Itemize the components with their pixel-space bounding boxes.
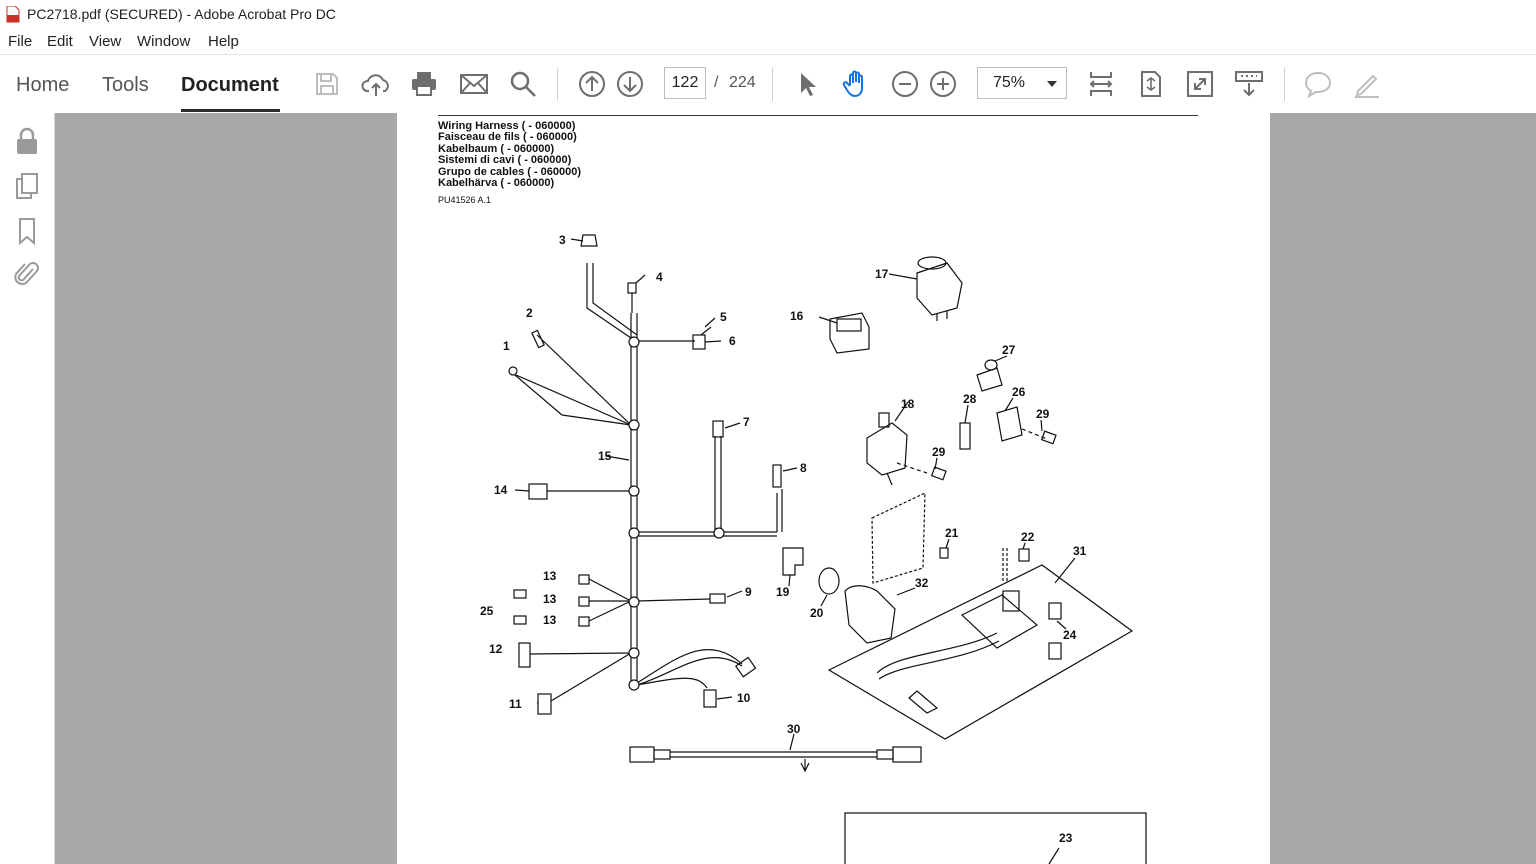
callout-21: 21: [945, 526, 959, 540]
callout-10: 10: [737, 691, 751, 705]
select-pointer-icon[interactable]: [793, 69, 823, 99]
read-mode-icon[interactable]: [1234, 69, 1264, 99]
callout-15: 15: [598, 449, 612, 463]
callout-23: 23: [1059, 831, 1073, 845]
menu-edit[interactable]: Edit: [47, 33, 73, 50]
callout-31: 31: [1073, 544, 1087, 558]
callout-2: 2: [526, 306, 533, 320]
callout-25: 25: [480, 604, 494, 618]
callout-18: 18: [901, 397, 915, 411]
hand-tool-icon[interactable]: [841, 69, 871, 99]
comment-icon[interactable]: [1303, 69, 1333, 99]
tab-document[interactable]: Document: [181, 74, 279, 96]
title-bar: PC2718.pdf (SECURED) - Adobe Acrobat Pro…: [0, 0, 1536, 30]
fullscreen-icon[interactable]: [1185, 69, 1215, 99]
heading-line: Sistemi di cavi ( - 060000): [438, 154, 572, 167]
callout-14: 14: [494, 483, 508, 497]
heading-line: Wiring Harness ( - 060000): [438, 120, 576, 132]
callout-6: 6: [729, 334, 736, 348]
zoom-in-icon[interactable]: [928, 69, 958, 99]
callout-9: 9: [745, 585, 752, 599]
callout-28: 28: [963, 392, 977, 406]
email-icon[interactable]: [459, 69, 489, 99]
page-headings: Wiring Harness ( - 060000) Faisceau de f…: [438, 120, 582, 190]
callout-32: 32: [915, 576, 929, 590]
menu-help[interactable]: Help: [208, 33, 239, 50]
callout-13c: 13: [543, 613, 557, 627]
zoom-out-icon[interactable]: [890, 69, 920, 99]
tab-home[interactable]: Home: [16, 74, 70, 96]
callout-7: 7: [743, 415, 750, 429]
callout-29a: 29: [1036, 407, 1050, 421]
callout-27: 27: [1002, 343, 1016, 357]
pdf-page: Wiring Harness ( - 060000) Faisceau de f…: [397, 113, 1270, 864]
fit-page-icon[interactable]: [1136, 69, 1166, 99]
page-top-rule: [438, 115, 1198, 116]
toolbar-separator: [772, 68, 773, 101]
wiring-harness-diagram: 1 2 3 4 5 6 7 8 9 10 11 12 13 13 13 14 1…: [480, 233, 1147, 864]
toolbar-separator: [557, 68, 558, 101]
page-number-input[interactable]: 122: [664, 67, 706, 99]
callout-17: 17: [875, 267, 889, 281]
callout-16: 16: [790, 309, 804, 323]
callout-12: 12: [489, 642, 503, 656]
window-title: PC2718.pdf (SECURED) - Adobe Acrobat Pro…: [27, 6, 336, 22]
callout-11: 11: [509, 697, 522, 711]
menu-file[interactable]: File: [8, 33, 33, 50]
callout-13b: 13: [543, 592, 557, 606]
heading-line: Grupo de cables ( - 060000): [438, 165, 582, 178]
chevron-down-icon: [1047, 81, 1057, 87]
cloud-upload-icon[interactable]: [361, 69, 391, 99]
zoom-select[interactable]: 75%: [977, 67, 1067, 99]
pdf-file-icon: [6, 6, 20, 23]
heading-line: Kabelhärva ( - 060000): [438, 177, 555, 190]
scroll-mode-icon[interactable]: [1086, 69, 1116, 99]
callout-1: 1: [503, 339, 510, 353]
active-tab-indicator: [181, 109, 280, 112]
page-separator: /: [714, 74, 719, 91]
heading-line: Kabelbaum ( - 060000): [438, 142, 555, 155]
callout-13a: 13: [543, 569, 557, 583]
callout-labels: 1 2 3 4 5 6 7 8 9 10 11 12 13 13 13 14 1…: [480, 233, 1087, 845]
callout-26: 26: [1012, 385, 1026, 399]
sign-pen-icon[interactable]: [1352, 69, 1382, 99]
callout-24: 24: [1063, 628, 1077, 642]
page-down-icon[interactable]: [615, 69, 645, 99]
document-viewer[interactable]: Wiring Harness ( - 060000) Faisceau de f…: [55, 113, 1536, 864]
menu-view[interactable]: View: [89, 33, 122, 50]
callout-20: 20: [810, 606, 824, 620]
main-toolbar: Home Tools Document 122 / 224: [0, 54, 1536, 114]
page-total: 224: [729, 74, 756, 91]
toolbar-separator: [1284, 68, 1285, 101]
callout-4: 4: [656, 270, 663, 284]
pages-icon[interactable]: [13, 171, 41, 201]
callout-30: 30: [787, 722, 801, 736]
save-icon[interactable]: [312, 69, 342, 99]
left-nav-panel: [0, 113, 55, 864]
menu-window[interactable]: Window: [137, 33, 191, 50]
callout-3: 3: [559, 233, 566, 247]
bookmark-icon[interactable]: [13, 216, 41, 246]
attachment-icon[interactable]: [13, 259, 41, 289]
callout-19: 19: [776, 585, 790, 599]
callout-5: 5: [720, 310, 727, 324]
search-icon[interactable]: [508, 69, 538, 99]
callout-22: 22: [1021, 530, 1035, 544]
callout-29b: 29: [932, 445, 946, 459]
callout-8: 8: [800, 461, 807, 475]
page-up-icon[interactable]: [577, 69, 607, 99]
lock-icon[interactable]: [13, 126, 41, 156]
part-number: PU41526 A.1: [438, 195, 492, 205]
heading-line: Faisceau de fils ( - 060000): [438, 131, 577, 144]
print-icon[interactable]: [409, 69, 439, 99]
tab-tools[interactable]: Tools: [102, 74, 149, 96]
menu-bar: File Edit View Window Help: [0, 30, 1536, 54]
zoom-value: 75%: [993, 74, 1026, 91]
